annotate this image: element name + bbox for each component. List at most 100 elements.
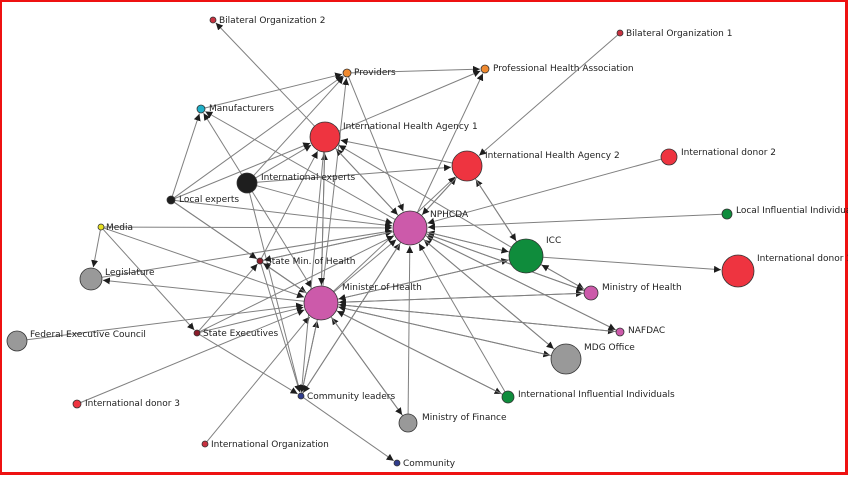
edge-nphcda-to-manufacturers (205, 111, 396, 221)
node-fec[interactable] (6, 330, 28, 352)
node-label-iha1: International Health Agency 1 (343, 122, 478, 132)
edge-donor2-to-nphcda (427, 158, 662, 225)
edge-statemin-to-iha1 (260, 150, 319, 259)
node-label-localexperts: Local experts (179, 195, 239, 205)
node-pha[interactable] (480, 64, 490, 74)
node-label-minister: Minister of Health (342, 283, 422, 293)
node-label-fec: Federal Executive Council (30, 330, 146, 340)
edge-localexperts-to-manufacturers (171, 113, 201, 197)
node-minfinance[interactable] (398, 413, 418, 433)
node-providers[interactable] (342, 68, 352, 78)
node-media[interactable] (97, 223, 105, 231)
node-label-pha: Professional Health Association (493, 64, 634, 74)
node-label-donor1: International donor 1 (757, 254, 848, 264)
node-label-bilateral2: Bilateral Organization 2 (219, 16, 325, 26)
edge-media-to-minister (103, 227, 305, 299)
edge-intexperts-to-iha2 (256, 164, 452, 183)
edge-icc-to-iha1 (338, 144, 512, 248)
edge-icc-to-donor1 (542, 256, 722, 273)
edge-legislature-to-nphcda (101, 228, 393, 278)
edge-intinf-to-nphcda (418, 243, 506, 393)
node-stateexec[interactable] (193, 329, 201, 337)
edge-icc-to-minister (338, 259, 510, 301)
edge-localinf-to-nphcda (427, 213, 723, 231)
edge-nphcda-to-ministry (425, 233, 584, 292)
edge-localexperts-to-nphcda (174, 200, 393, 229)
edge-iha2-to-iha1 (340, 138, 453, 164)
node-donor1[interactable] (721, 254, 755, 288)
node-label-nphcda: NPHCDA (430, 210, 469, 220)
edge-stateexec-to-minister (199, 305, 304, 333)
node-label-donor2: International donor 2 (681, 148, 776, 158)
node-label-manufacturers: Manufacturers (209, 104, 274, 114)
node-bilateral2[interactable] (209, 16, 217, 24)
node-label-media: Media (106, 223, 133, 233)
edge-nphcda-to-nafdac (424, 235, 616, 331)
node-donor2[interactable] (660, 148, 678, 166)
node-localexperts[interactable] (166, 195, 176, 205)
edge-providers-to-pha (350, 65, 481, 74)
node-label-nafdac: NAFDAC (628, 326, 665, 336)
edge-bilateral1-to-iha2 (478, 34, 619, 156)
node-label-mdg: MDG Office (584, 343, 635, 353)
edge-media-to-legislature (91, 229, 101, 268)
edge-minister-to-statemin (263, 262, 308, 294)
edge-statemin-to-commleaders (260, 263, 302, 393)
edge-nphcda-to-pha (416, 73, 484, 213)
node-iha2[interactable] (451, 150, 483, 182)
node-layer (6, 16, 755, 467)
node-nafdac[interactable] (615, 327, 625, 337)
node-label-intinf: International Influential Individuals (518, 390, 675, 400)
node-community[interactable] (393, 459, 401, 467)
node-intorg[interactable] (201, 440, 209, 448)
node-nphcda[interactable] (392, 210, 428, 246)
edge-providers-to-nphcda (348, 76, 404, 212)
edge-nafdac-to-minister (338, 301, 617, 333)
node-label-commleaders: Community leaders (307, 392, 395, 402)
edge-layer (26, 22, 723, 462)
node-iha1[interactable] (309, 121, 341, 153)
edge-minister-to-providers (322, 77, 350, 287)
edge-minister-to-minfinance (330, 316, 403, 416)
edge-mdg-to-minister (338, 305, 552, 357)
edge-minister-to-legislature (102, 277, 305, 302)
edge-minister-to-commleaders (299, 319, 318, 393)
node-mdg[interactable] (550, 343, 582, 375)
edge-stateexec-to-statemin (198, 263, 258, 332)
node-commleaders[interactable] (297, 392, 305, 400)
edge-minfinance-to-nphcda (406, 245, 414, 415)
node-statemin[interactable] (256, 257, 264, 265)
edge-donor3-to-minister (80, 309, 305, 403)
node-label-minfinance: Ministry of Finance (422, 413, 507, 423)
node-bilateral1[interactable] (616, 29, 624, 37)
node-label-localinf: Local Influential Individuals (736, 206, 848, 216)
edge-ministry-to-minister (338, 292, 585, 306)
node-label-intexperts: International experts (261, 173, 355, 183)
edge-intinf-to-minister (336, 310, 503, 395)
node-icc[interactable] (508, 238, 544, 274)
node-donor3[interactable] (72, 399, 82, 409)
node-label-iha2: International Health Agency 2 (485, 151, 620, 161)
edge-stateexec-to-commleaders (199, 334, 298, 395)
edge-localexperts-to-statemin (174, 201, 257, 260)
node-intexperts[interactable] (236, 172, 258, 194)
node-label-ministry: Ministry of Health (602, 283, 682, 293)
edge-iha1-to-nphcda (334, 147, 399, 216)
edge-nphcda-to-icc (426, 231, 509, 254)
node-ministry[interactable] (583, 285, 599, 301)
node-legislature[interactable] (79, 267, 103, 291)
node-label-community: Community (403, 459, 456, 469)
node-label-intorg: International Organization (211, 440, 329, 450)
edge-iha1-to-pha (338, 70, 481, 132)
edge-nphcda-to-statemin (263, 231, 394, 263)
edge-media-to-nphcda (103, 224, 393, 232)
edge-manufacturers-to-providers (204, 72, 343, 109)
edge-commleaders-to-community (303, 397, 394, 462)
node-minister[interactable] (303, 285, 339, 321)
node-manufacturers[interactable] (196, 104, 206, 114)
node-localinf[interactable] (721, 208, 733, 220)
node-intinf[interactable] (501, 390, 515, 404)
